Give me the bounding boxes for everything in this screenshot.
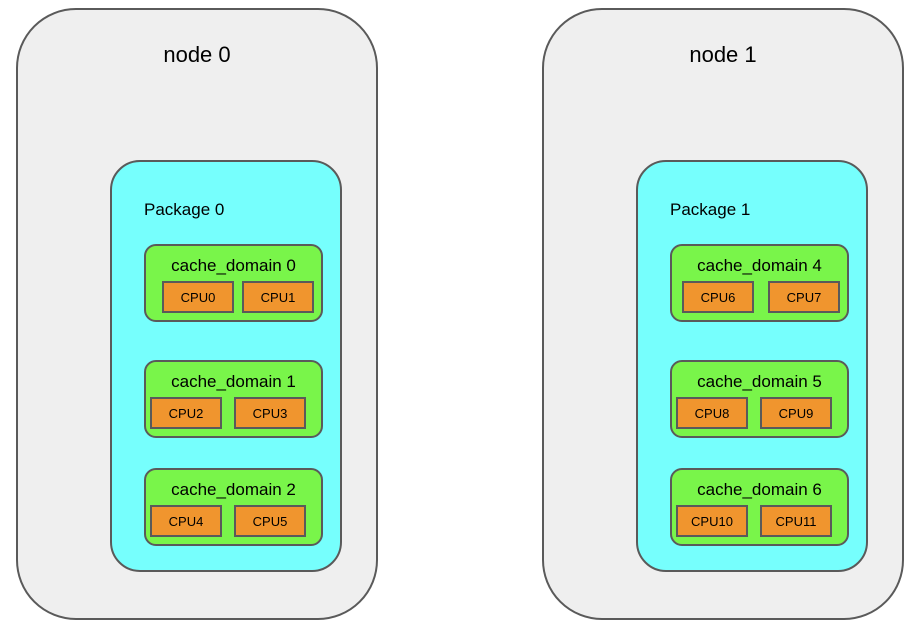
cpu-box: CPU9 bbox=[760, 397, 832, 429]
cpu-box: CPU7 bbox=[768, 281, 840, 313]
cpu-box: CPU0 bbox=[162, 281, 234, 313]
cpu-box: CPU3 bbox=[234, 397, 306, 429]
cache-domain-label: cache_domain 6 bbox=[697, 480, 822, 499]
package-label: Package 0 bbox=[144, 200, 225, 219]
node-0: node 0 Package 0 cache_domain 0 CPU0 CPU… bbox=[16, 8, 378, 620]
node-1: node 1 Package 1 cache_domain 4 CPU6 CPU… bbox=[542, 8, 904, 620]
cache-domain-label: cache_domain 1 bbox=[171, 372, 296, 391]
cache-domain-label: cache_domain 0 bbox=[171, 256, 296, 275]
cpu-box: CPU6 bbox=[682, 281, 754, 313]
cpu-box: CPU4 bbox=[150, 505, 222, 537]
cache-domain-0: cache_domain 0 CPU0 CPU1 bbox=[144, 244, 323, 322]
package-0: Package 0 cache_domain 0 CPU0 CPU1 cache… bbox=[110, 160, 342, 572]
cpu-box: CPU11 bbox=[760, 505, 832, 537]
cpu-box: CPU2 bbox=[150, 397, 222, 429]
cpu-box: CPU10 bbox=[676, 505, 748, 537]
cache-domain-1: cache_domain 1 CPU2 CPU3 bbox=[144, 360, 323, 438]
cpu-box: CPU5 bbox=[234, 505, 306, 537]
cache-domain-4: cache_domain 4 CPU6 CPU7 bbox=[670, 244, 849, 322]
cache-domain-5: cache_domain 5 CPU8 CPU9 bbox=[670, 360, 849, 438]
node-title: node 0 bbox=[163, 42, 231, 67]
cpu-box: CPU1 bbox=[242, 281, 314, 313]
cache-domain-label: cache_domain 4 bbox=[697, 256, 822, 275]
cpu-box: CPU8 bbox=[676, 397, 748, 429]
cache-domain-6: cache_domain 6 CPU10 CPU11 bbox=[670, 468, 849, 546]
package-label: Package 1 bbox=[670, 200, 751, 219]
package-1: Package 1 cache_domain 4 CPU6 CPU7 cache… bbox=[636, 160, 868, 572]
node-title: node 1 bbox=[689, 42, 757, 67]
cache-domain-2: cache_domain 2 CPU4 CPU5 bbox=[144, 468, 323, 546]
cache-domain-label: cache_domain 5 bbox=[697, 372, 822, 391]
cache-domain-label: cache_domain 2 bbox=[171, 480, 296, 499]
